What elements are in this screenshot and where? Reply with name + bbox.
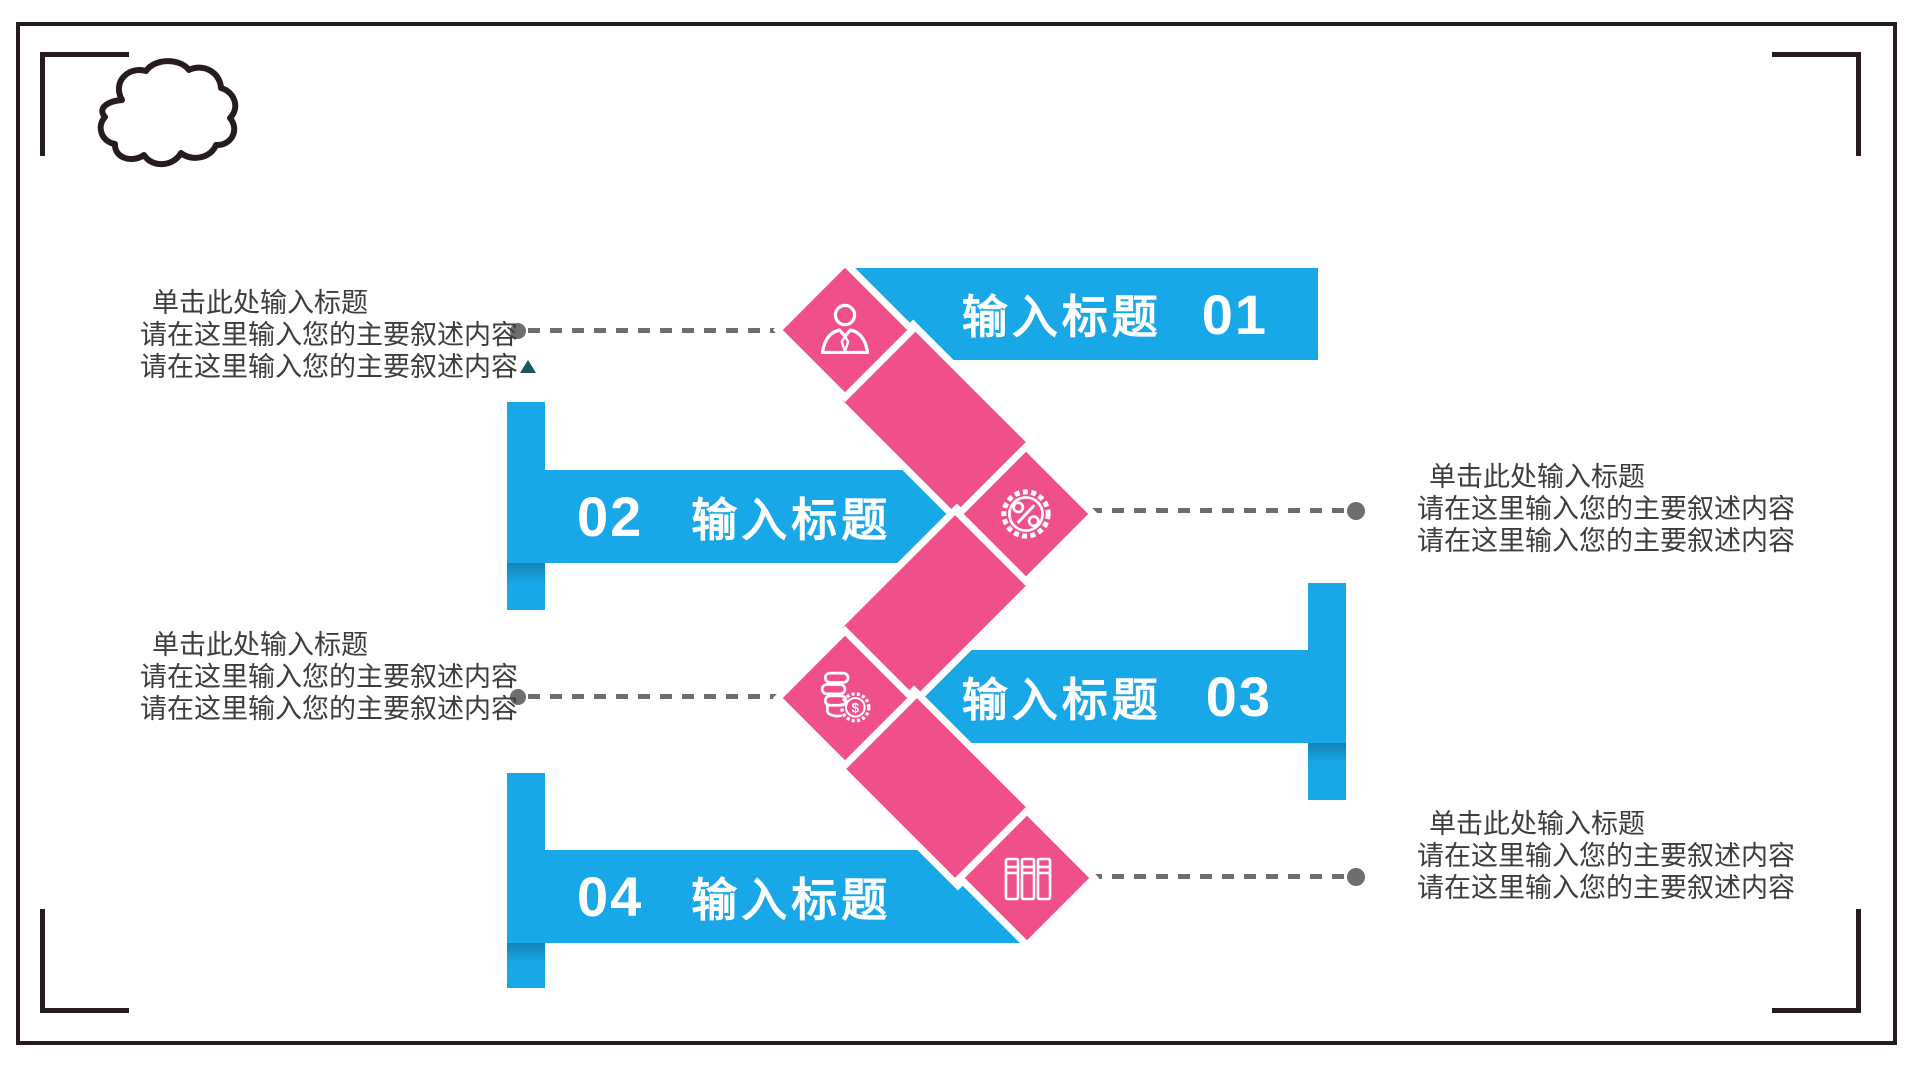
banner-03-tab [1308,583,1346,800]
banner-02-tab-shadow [507,563,545,583]
note-block-2[interactable]: 单击此处输入标题 请在这里输入您的主要叙述内容 请在这里输入您的主要叙述内容 [1417,461,1795,557]
banner-04-tab-shadow [507,943,545,963]
note-2-body-line[interactable]: 请在这里输入您的主要叙述内容 [1417,526,1795,556]
note-block-4[interactable]: 单击此处输入标题 请在这里输入您的主要叙述内容 请在这里输入您的主要叙述内容 [1417,808,1795,904]
note-4-body-line[interactable]: 请在这里输入您的主要叙述内容 [1417,841,1795,871]
coins-dollar-icon: $ [820,671,871,723]
banner-04-tab [507,773,545,988]
cloud-doodle-icon [97,58,239,168]
note-2-body-line[interactable]: 请在这里输入您的主要叙述内容 [1417,494,1795,524]
banner-01-title[interactable]: 输入标题 [961,291,1162,343]
leader-line-3 [528,694,784,699]
svg-text:$: $ [852,701,860,716]
leader-line-4 [1090,874,1348,879]
banner-03[interactable]: 输入标题 03 [895,650,1308,743]
leader-dot-1 [510,323,526,339]
banner-04-title[interactable]: 输入标题 [691,873,892,926]
banner-04-number: 04 [577,865,644,928]
corner-bracket-bottom-right [1772,909,1861,1013]
leader-line-1 [528,328,784,333]
leader-line-2 [1090,508,1348,513]
note-1-body-line[interactable]: 请在这里输入您的主要叙述内容 [140,352,518,382]
businessman-icon [820,303,870,355]
note-3-title[interactable]: 单击此处输入标题 [152,630,368,660]
corner-bracket-top-left [40,52,129,156]
note-block-3[interactable]: 单击此处输入标题 请在这里输入您的主要叙述内容 请在这里输入您的主要叙述内容 [140,629,518,725]
leader-dot-3 [510,689,526,705]
banner-02-title[interactable]: 输入标题 [691,493,892,546]
corner-bracket-bottom-left [40,909,129,1013]
cursor-marker-icon [520,360,536,373]
leader-dot-2 [1347,502,1365,520]
banner-02[interactable]: 02 输入标题 [545,470,1000,563]
note-1-body-line[interactable]: 请在这里输入您的主要叙述内容 [140,320,518,350]
note-block-1[interactable]: 单击此处输入标题 请在这里输入您的主要叙述内容 请在这里输入您的主要叙述内容 [140,287,518,383]
note-4-body-line[interactable]: 请在这里输入您的主要叙述内容 [1417,873,1795,903]
percent-badge-icon [1001,489,1051,539]
note-3-body-line[interactable]: 请在这里输入您的主要叙述内容 [140,662,518,692]
banner-04[interactable]: 04 输入标题 [545,850,1025,943]
banner-01-number: 01 [1201,282,1268,346]
banner-02-tab [507,402,545,610]
banner-03-tab-shadow [1308,743,1346,763]
binders-icon [1004,857,1052,901]
slide-border-frame [16,22,1897,1045]
banner-03-title[interactable]: 输入标题 [961,673,1162,726]
note-2-title[interactable]: 单击此处输入标题 [1429,462,1645,492]
note-1-title[interactable]: 单击此处输入标题 [152,288,368,318]
note-3-body-line[interactable]: 请在这里输入您的主要叙述内容 [140,694,518,724]
banner-03-number: 03 [1205,665,1272,728]
note-4-title[interactable]: 单击此处输入标题 [1429,809,1645,839]
banner-02-number: 02 [577,485,644,548]
corner-bracket-top-right [1772,52,1861,156]
leader-dot-4 [1347,868,1365,886]
